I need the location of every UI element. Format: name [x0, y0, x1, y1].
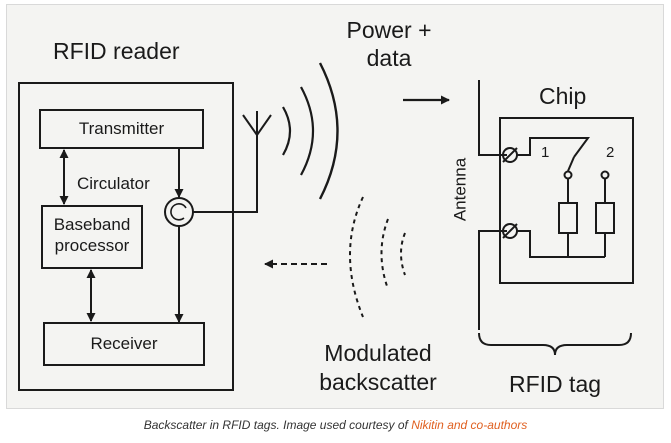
outgoing-wave-3 — [318, 62, 339, 200]
figure-caption: Backscatter in RFID tags. Image used cou… — [0, 418, 671, 432]
load-1 — [558, 202, 578, 234]
circulator-label: Circulator — [77, 174, 150, 193]
antenna-label: Antenna — [450, 157, 470, 222]
reader-title: RFID reader — [53, 38, 180, 64]
outgoing-wave-1 — [282, 106, 292, 156]
rfid-tag-label: RFID tag — [509, 371, 602, 397]
caption-text: Backscatter in RFID tags. Image used cou… — [143, 418, 412, 432]
baseband-box — [41, 205, 143, 269]
rfid-backscatter-diagram — [18, 62, 634, 391]
modulated-label-1: Modulated — [324, 340, 432, 366]
transmitter-box — [39, 109, 204, 149]
backscatter-wave-1 — [400, 232, 406, 276]
tag-antenna-upper — [478, 80, 507, 156]
reader-box — [18, 82, 234, 391]
baseband-label-1: Baseband — [53, 215, 131, 234]
modulated-label-2: backscatter — [319, 369, 437, 395]
transmitter-label: Transmitter — [78, 119, 165, 138]
backscatter-wave-3 — [349, 196, 364, 318]
tag-brace — [478, 332, 632, 356]
circulator-swirl — [170, 203, 187, 221]
port-1-label: 1 — [541, 144, 550, 161]
receiver-box — [43, 322, 205, 366]
power-data-label-2: data — [366, 45, 412, 71]
outgoing-wave-2 — [300, 86, 315, 176]
port-2-label: 2 — [606, 144, 615, 161]
receiver-label: Receiver — [90, 334, 158, 353]
backscatter-wave-2 — [380, 218, 389, 290]
circulator-circle — [164, 197, 194, 227]
chip-box — [499, 117, 634, 284]
antenna-feed — [193, 135, 258, 213]
tag-antenna-lower — [478, 230, 507, 330]
chip-label: Chip — [539, 83, 587, 109]
caption-link[interactable]: Nikitin and co-authors — [411, 418, 528, 432]
load-2 — [595, 202, 615, 234]
baseband-label-2: processor — [54, 236, 130, 255]
figure-frame: RFID reader Power + data Chip Transmitte… — [6, 4, 664, 409]
power-data-label-1: Power + — [346, 17, 432, 43]
